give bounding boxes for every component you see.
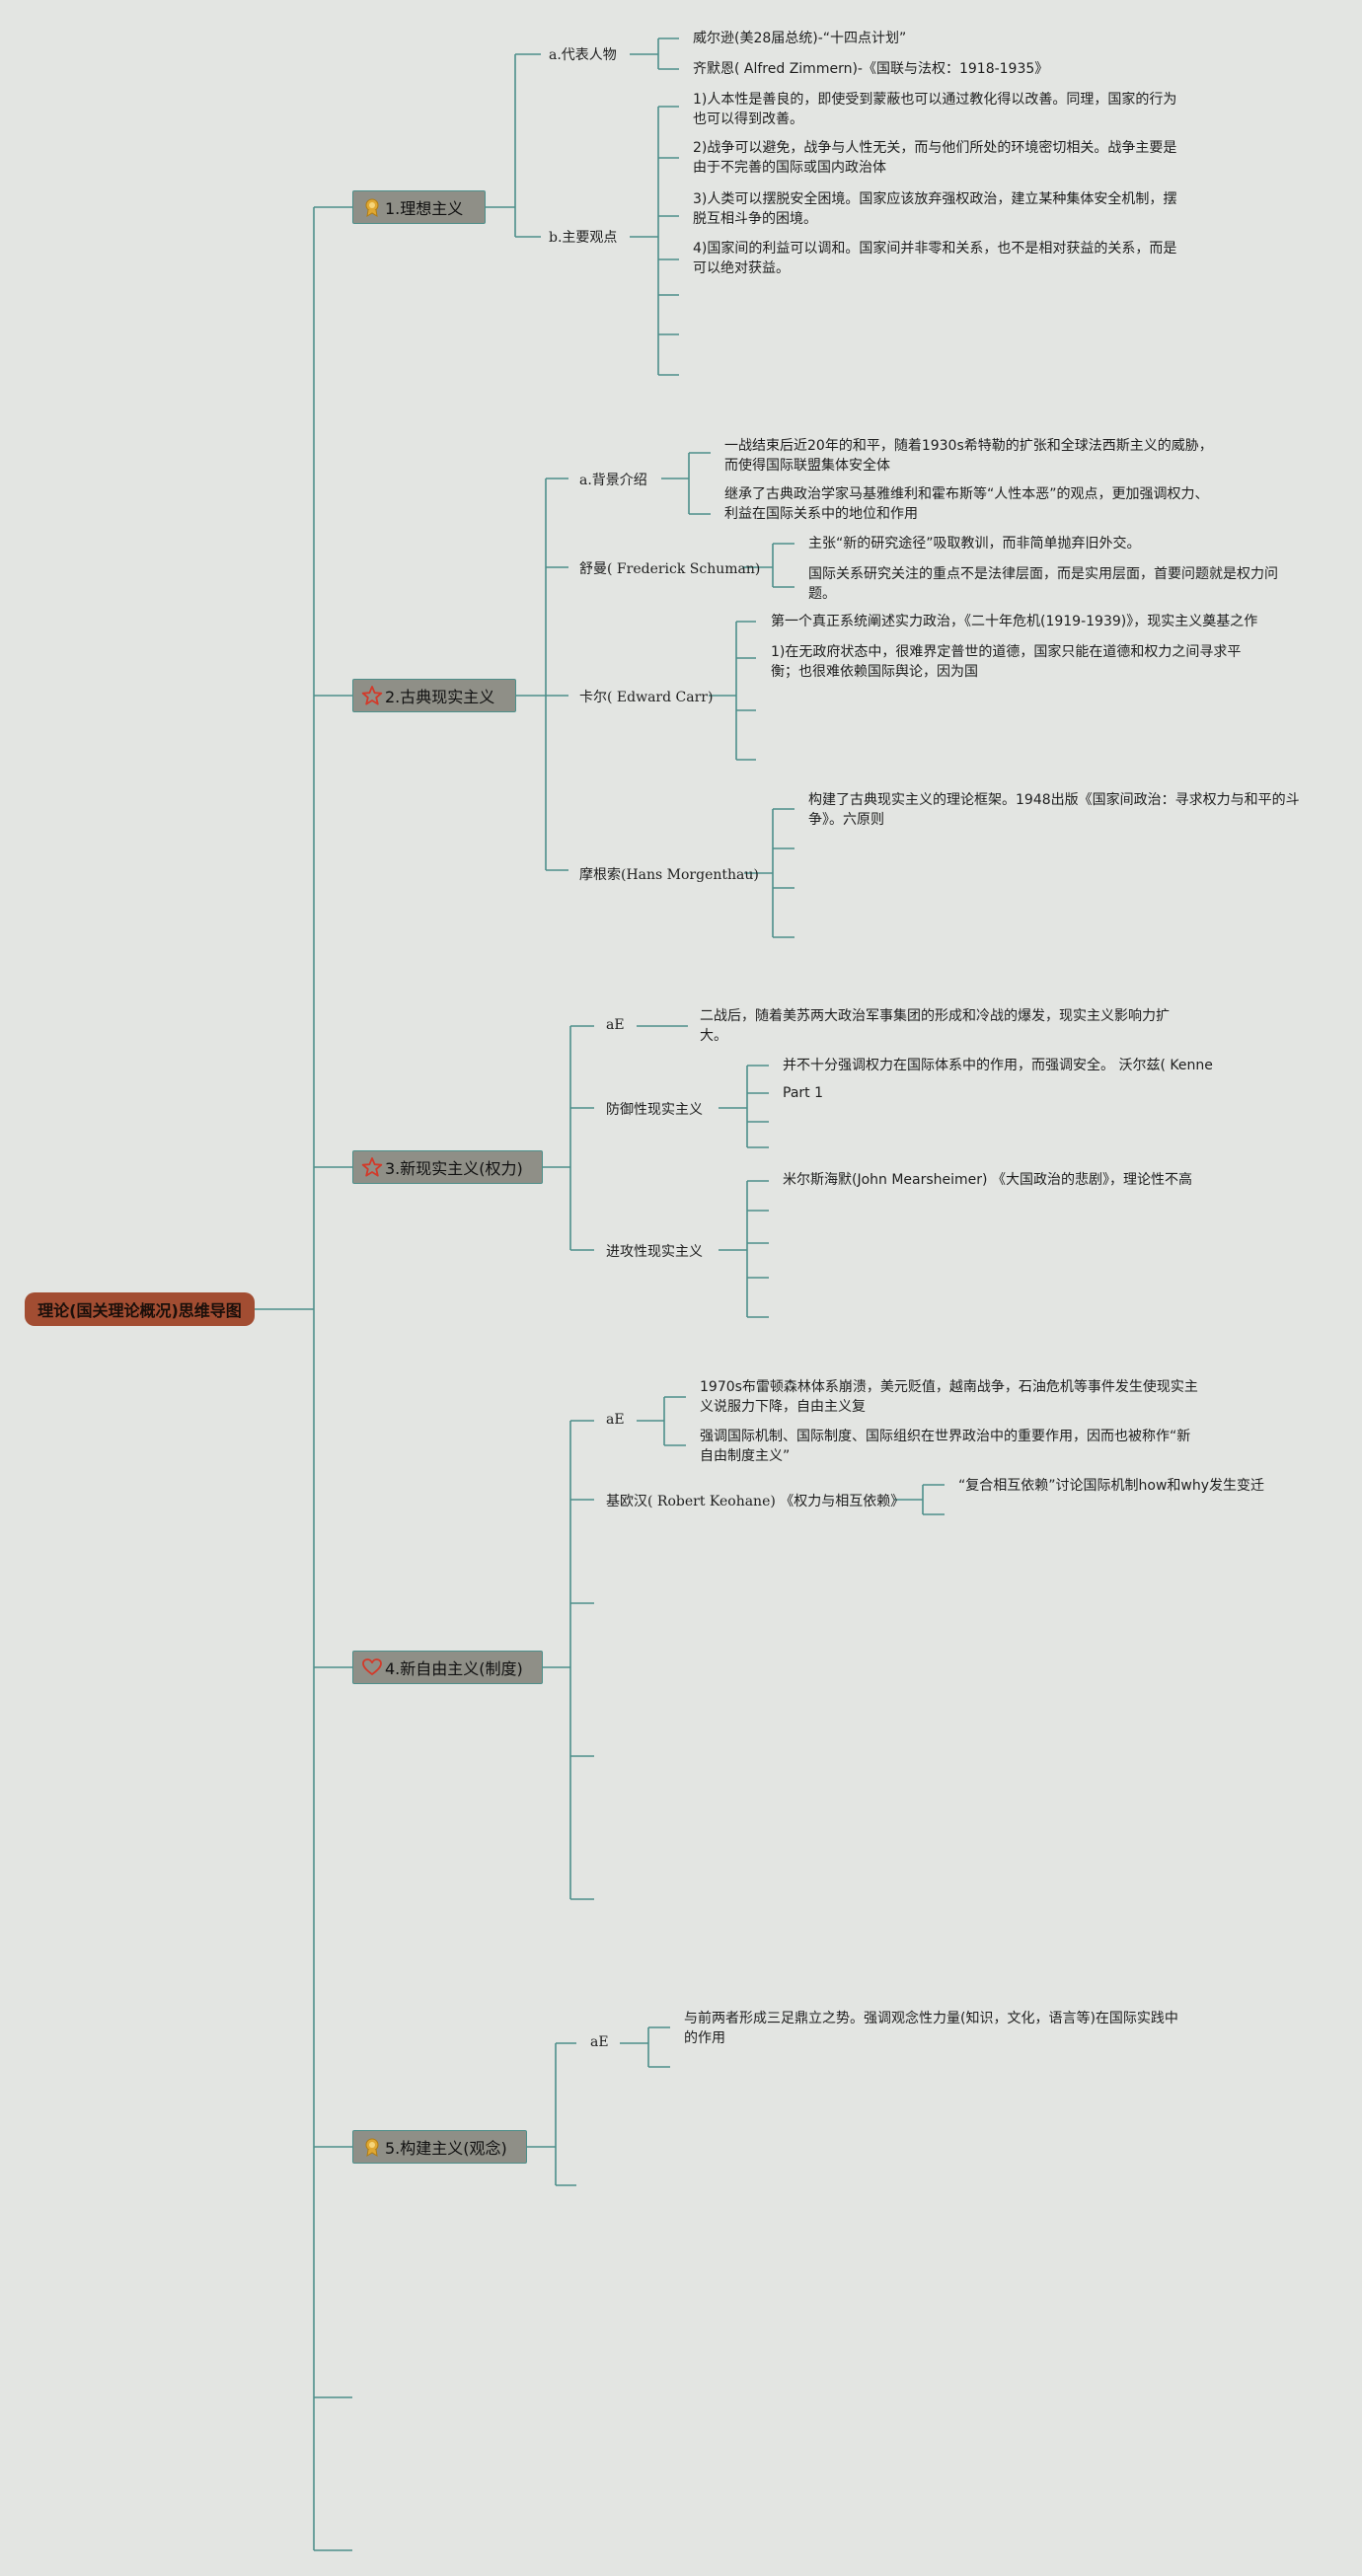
root-label: 理论(国关理论概况)思维导图 (38, 1301, 242, 1320)
leaf-text: 齐默恩( Alfred Zimmern)-《国联与法权：1918-1935》 (693, 61, 1049, 77)
sub-label[interactable]: aE (606, 1017, 625, 1033)
sub-label[interactable]: aE (606, 1412, 625, 1428)
leaf-text: 1)人本性是善良的，即使受到蒙蔽也可以通过教化得以改善。同理，国家的行为也可以得… (693, 92, 1177, 127)
branch-label: 2.古典现实主义 (385, 688, 495, 706)
leaf-text: 1970s布雷顿森林体系崩溃，美元贬值，越南战争，石油危机等事件发生使现实主义说… (700, 1379, 1198, 1415)
branch-constructivism[interactable]: 5.构建主义(观念) (352, 2130, 527, 2164)
sub-label[interactable]: a.代表人物 (549, 47, 617, 63)
branch-label: 4.新自由主义(制度) (385, 1659, 523, 1678)
medal-icon (361, 196, 383, 218)
leaf-text: 强调国际机制、国际制度、国际组织在世界政治中的重要作用，因而也被称作“新自由制度… (700, 1429, 1191, 1464)
leaf-text: 3)人类可以摆脱安全困境。国家应该放弃强权政治，建立某种集体安全机制，摆脱互相斗… (693, 191, 1177, 227)
leaf-text: 米尔斯海默(John Mearsheimer) 《大国政治的悲剧》，理论性不高 (783, 1172, 1192, 1188)
branch-neorealism[interactable]: 3.新现实主义(权力) (352, 1150, 543, 1184)
leaf-text: Part 1 (783, 1085, 823, 1101)
sub-label[interactable]: b.主要观点 (549, 230, 618, 246)
sub-label[interactable]: 基欧汉( Robert Keohane) 《权力与相互依赖》 (606, 1494, 905, 1509)
leaf-text: 主张“新的研究途径”吸取教训，而非简单抛弃旧外交。 (808, 536, 1141, 552)
leaf-text: “复合相互依赖”讨论国际机制how和why发生变迁 (958, 1478, 1265, 1494)
sub-label[interactable]: 摩根索(Hans Morgenthau) (579, 867, 759, 883)
heart-icon (361, 1656, 383, 1678)
medal-icon (361, 2136, 383, 2158)
branch-classical-realism[interactable]: 2.古典现实主义 (352, 679, 516, 712)
sub-label[interactable]: 进攻性现实主义 (606, 1244, 703, 1260)
sub-label[interactable]: 卡尔( Edward Carr) (579, 690, 714, 705)
leaf-text: 二战后，随着美苏两大政治军事集团的形成和冷战的爆发，现实主义影响力扩大。 (700, 1008, 1170, 1044)
leaf-text: 4)国家间的利益可以调和。国家间并非零和关系，也不是相对获益的关系，而是可以绝对… (693, 241, 1177, 276)
leaf-text: 与前两者形成三足鼎立之势。强调观念性力量(知识，文化，语言等)在国际实践中的作用 (684, 2011, 1178, 2046)
leaf-text: 构建了古典现实主义的理论框架。1948出版《国家间政治：寻求权力与和平的斗争》。… (808, 792, 1300, 828)
leaf-text: 并不十分强调权力在国际体系中的作用，而强调安全。 沃尔兹( Kenne (783, 1058, 1213, 1073)
leaf-text: 威尔逊(美28届总统)-“十四点计划” (693, 31, 907, 46)
leaf-text: 1)在无政府状态中，很难界定普世的道德，国家只能在道德和权力之间寻求平衡；也很难… (771, 644, 1242, 680)
sub-label[interactable]: 舒曼( Frederick Schuman) (579, 561, 761, 577)
leaf-text: 2)战争可以避免，战争与人性无关，而与他们所处的环境密切相关。战争主要是由于不完… (693, 140, 1177, 176)
branch-neoliberalism[interactable]: 4.新自由主义(制度) (352, 1651, 543, 1684)
branch-label: 5.构建主义(观念) (385, 2139, 507, 2158)
branch-label: 1.理想主义 (385, 199, 464, 218)
sub-label[interactable]: aE (590, 2034, 609, 2050)
leaf-text: 第一个真正系统阐述实力政治，《二十年危机(1919-1939)》，现实主义奠基之… (771, 614, 1258, 629)
star-icon (361, 685, 383, 706)
sub-label[interactable]: 防御性现实主义 (606, 1102, 703, 1118)
star-icon (361, 1156, 383, 1178)
branch-idealism[interactable]: 1.理想主义 (352, 190, 486, 224)
leaf-text: 一战结束后近20年的和平，随着1930s希特勒的扩张和全球法西斯主义的威胁，而使… (724, 438, 1213, 474)
leaf-text: 继承了古典政治学家马基雅维利和霍布斯等“人性本恶”的观点，更加强调权力、利益在国… (724, 486, 1209, 522)
branch-label: 3.新现实主义(权力) (385, 1159, 523, 1178)
root-node[interactable]: 理论(国关理论概况)思维导图 (25, 1292, 255, 1326)
sub-label[interactable]: a.背景介绍 (579, 473, 647, 488)
leaf-text: 国际关系研究关注的重点不是法律层面，而是实用层面，首要问题就是权力问题。 (808, 566, 1278, 602)
